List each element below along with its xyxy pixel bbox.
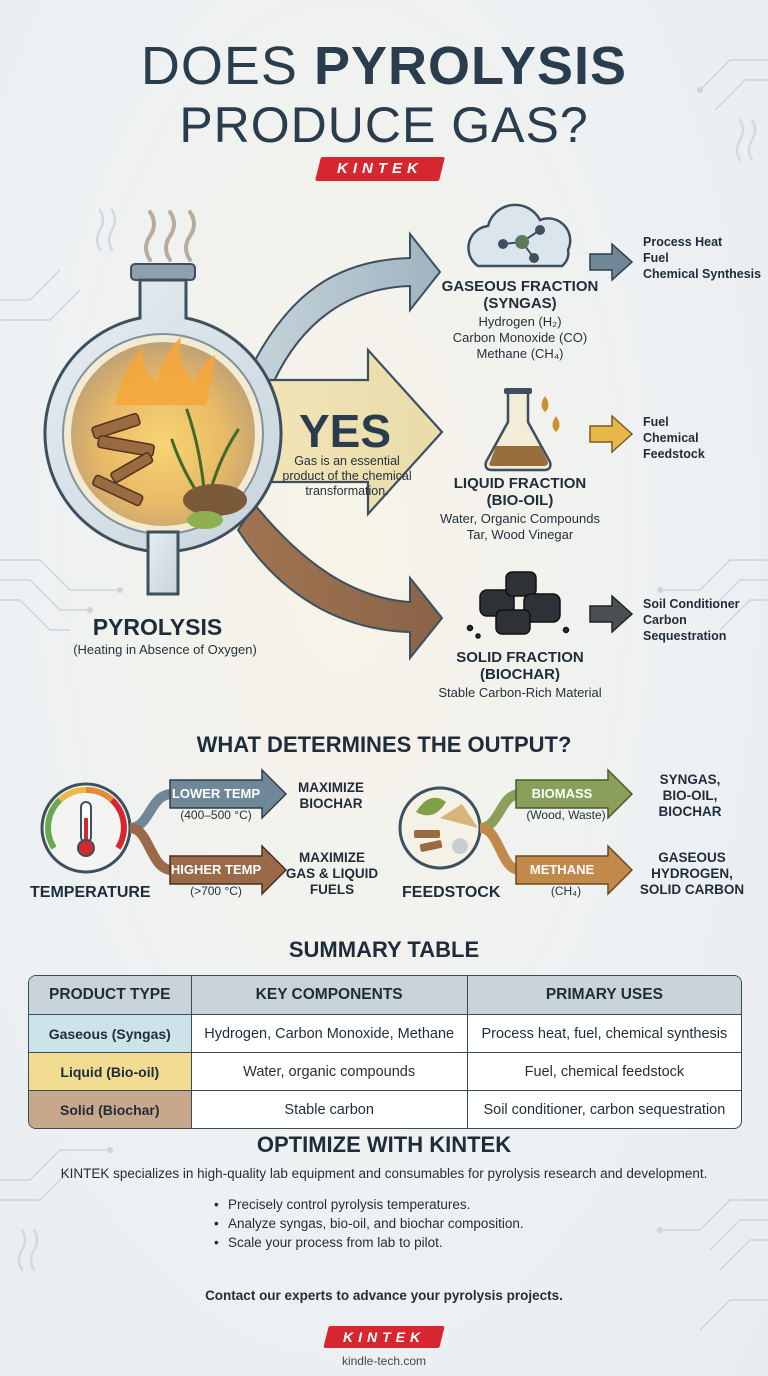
feedstock-icon [398, 786, 482, 870]
solid-fraction-title: SOLID FRACTION(BIOCHAR) [456, 649, 584, 683]
website-link[interactable]: kindle-tech.com [341, 1354, 427, 1368]
product-type-cell: Gaseous (Syngas) [29, 1015, 191, 1052]
summary-heading: SUMMARY TABLE [288, 937, 480, 962]
methane-label: METHANE [529, 862, 595, 877]
bullet-item: Scale your process from lab to pilot. [214, 1234, 443, 1252]
syngas-cloud-icon [467, 203, 572, 268]
lower-temp-arrow [169, 768, 288, 820]
lower-temp-label: LOWER TEMP [171, 786, 261, 801]
summary-table: PRODUCT TYPE KEY COMPONENTS PRIMARY USES… [28, 975, 742, 1129]
solid-fraction-components: Stable Carbon-Rich Material [438, 685, 602, 700]
column-header: PRODUCT TYPE [49, 986, 171, 1003]
higher-temp-range: (>700 °C) [190, 884, 242, 898]
determines-diagram [40, 768, 634, 896]
answer-yes: YES [298, 405, 392, 457]
uses-cell: Process heat, fuel, chemical synthesis [466, 1015, 741, 1052]
gaseous-fraction-title: GASEOUS FRACTION(SYNGAS) [441, 278, 599, 312]
oil-uses-arrow [589, 414, 634, 454]
page-title-line-1: DOES PYROLYSIS [140, 36, 628, 96]
higher-temp-label: HIGHER TEMP [170, 862, 262, 877]
table-row: Gaseous (Syngas) Hydrogen, Carbon Monoxi… [29, 1014, 741, 1052]
liquid-fraction-title: LIQUID FRACTION(BIO-OIL) [453, 475, 587, 509]
optimize-heading: OPTIMIZE WITH KINTEK [256, 1132, 512, 1157]
page-title-line-2: PRODUCE GAS? [179, 97, 589, 153]
reactor-flask-icon [43, 263, 283, 596]
product-type-cell: Solid (Biochar) [29, 1091, 191, 1128]
gas-uses-arrow [589, 242, 634, 282]
yes-arrow [260, 347, 444, 517]
uses-cell: Soil conditioner, carbon sequestration [466, 1091, 741, 1128]
methane-sub: (CH₄) [550, 884, 582, 898]
higher-temp-arrow [169, 844, 288, 896]
thermometer-gauge-icon [40, 782, 132, 874]
bio-oil-flask-icon [484, 388, 560, 472]
char-uses-arrow [589, 594, 634, 634]
column-header: KEY COMPONENTS [190, 976, 467, 1014]
table-row: Solid (Biochar) Stable carbon Soil condi… [29, 1090, 741, 1128]
lower-temp-range: (400–500 °C) [180, 808, 252, 822]
determines-heading: WHAT DETERMINES THE OUTPUT? [196, 732, 572, 757]
components-cell: Stable carbon [190, 1091, 467, 1128]
reactor-label: PYROLYSIS [92, 614, 223, 640]
product-type-cell: Liquid (Bio-oil) [29, 1053, 191, 1090]
optimize-paragraph: KINTEK specializes in high-quality lab e… [60, 1166, 708, 1181]
contact-line: Contact our experts to advance your pyro… [205, 1288, 563, 1303]
components-cell: Water, organic compounds [190, 1053, 467, 1090]
temperature-label: TEMPERATURE [30, 884, 151, 901]
table-header-row: PRODUCT TYPE KEY COMPONENTS PRIMARY USES [29, 976, 741, 1014]
feedstock-label: FEEDSTOCK [402, 884, 501, 901]
table-row: Liquid (Bio-oil) Water, organic compound… [29, 1052, 741, 1090]
kintek-logo: KINTEK [315, 157, 445, 181]
biomass-arrow [515, 768, 634, 820]
components-cell: Hydrogen, Carbon Monoxide, Methane [190, 1015, 467, 1052]
solid-arrow [236, 503, 444, 661]
reactor-sublabel: (Heating in Absence of Oxygen) [73, 642, 257, 657]
gas-arrow [248, 231, 442, 392]
column-header: PRIMARY USES [466, 976, 741, 1014]
answer-subtext: Gas is an essential product of the chemi… [282, 454, 412, 498]
steam-icon [144, 210, 196, 262]
biomass-label: BIOMASS [531, 786, 593, 801]
methane-arrow [515, 844, 634, 896]
kintek-footer-logo: KINTEK [323, 1326, 445, 1348]
uses-cell: Fuel, chemical feedstock [466, 1053, 741, 1090]
biomass-outcome: SYNGAS,BIO-OIL,BIOCHAR [658, 772, 722, 819]
pyrolysis-diagram [43, 203, 634, 661]
bullet-item: Analyze syngas, bio-oil, and biochar com… [214, 1215, 524, 1233]
biomass-sub: (Wood, Waste) [526, 808, 606, 822]
gaseous-fraction-components: Hydrogen (H₂)Carbon Monoxide (CO)Methane… [452, 314, 588, 361]
biochar-icon [466, 571, 570, 639]
bullet-item: Precisely control pyrolysis temperatures… [214, 1196, 470, 1214]
